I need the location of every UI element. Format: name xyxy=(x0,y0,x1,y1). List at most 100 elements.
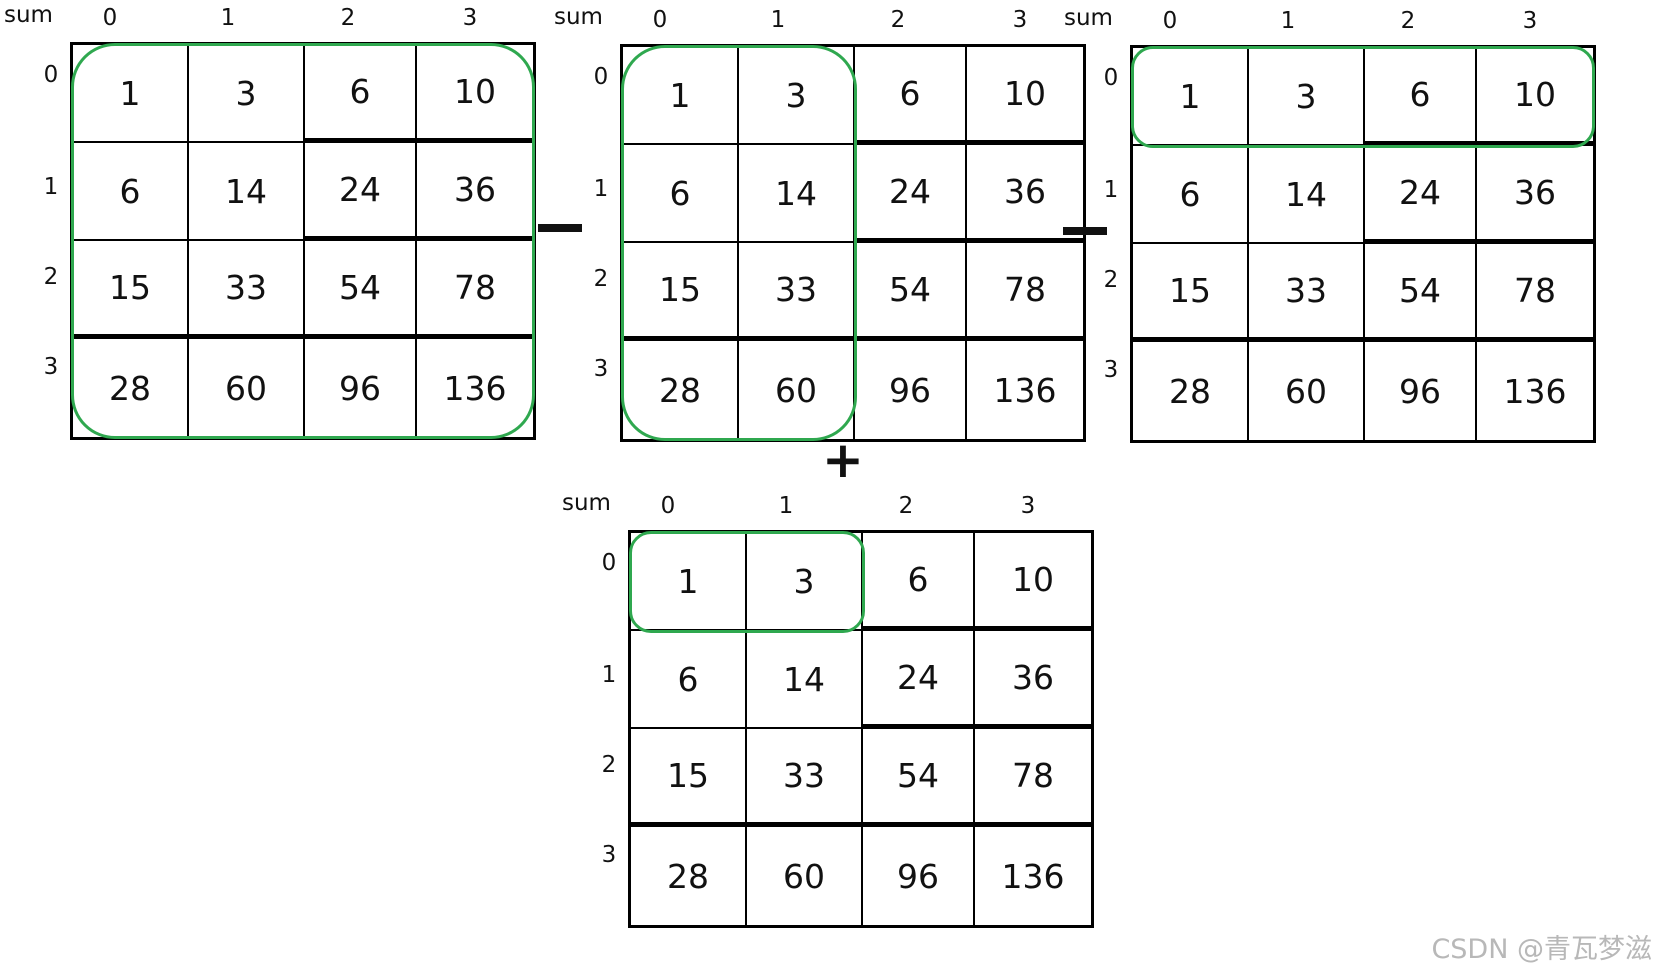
matrix-cell: 6 xyxy=(1365,48,1477,146)
column-header: 2 xyxy=(1400,8,1416,34)
matrix-cell: 10 xyxy=(967,47,1083,145)
matrix-cell: 54 xyxy=(863,729,975,827)
row-header: 2 xyxy=(601,752,617,778)
matrix-cell: 136 xyxy=(1001,856,1065,896)
matrix-cell: 24 xyxy=(863,631,975,729)
row-header: 3 xyxy=(601,842,617,868)
matrix-cell: 60 xyxy=(739,341,855,439)
matrix-cell: 54 xyxy=(305,241,417,339)
matrix-cell: 60 xyxy=(1249,342,1365,440)
column-header: 0 xyxy=(660,493,676,519)
sum-label: sum xyxy=(1064,5,1113,31)
column-header: 2 xyxy=(898,493,914,519)
matrix-cell: 10 xyxy=(975,533,1091,631)
matrix-cell: 28 xyxy=(1133,342,1249,440)
column-header: 0 xyxy=(102,5,118,31)
matrix-cell: 28 xyxy=(73,339,189,437)
column-header: 2 xyxy=(340,5,356,31)
matrix-cell: 6 xyxy=(623,145,739,243)
matrix-cell: 10 xyxy=(417,45,533,143)
column-header: 1 xyxy=(220,5,236,31)
row-header: 1 xyxy=(593,176,609,202)
matrix-cell: 15 xyxy=(73,241,189,339)
column-header: 3 xyxy=(1012,7,1028,33)
matrix-cell: 36 xyxy=(1477,146,1593,244)
matrix-cell: 3 xyxy=(739,47,855,145)
row-header: 1 xyxy=(43,174,59,200)
matrix-cell: 33 xyxy=(189,241,305,339)
matrix-cell: 54 xyxy=(855,243,967,341)
matrix-cell: 6 xyxy=(855,47,967,145)
matrix-cell: 36 xyxy=(975,631,1091,729)
sum-label: sum xyxy=(562,490,611,516)
row-header: 2 xyxy=(593,266,609,292)
matrix-cell: 136 xyxy=(443,368,507,408)
matrix-cell: 6 xyxy=(863,533,975,631)
column-header: 3 xyxy=(1020,493,1036,519)
matrix-cell: 15 xyxy=(623,243,739,341)
matrix-cell: 3 xyxy=(1249,48,1365,146)
matrix-cell: 78 xyxy=(967,243,1083,341)
matrix-cell: 6 xyxy=(73,143,189,241)
column-header: 0 xyxy=(1162,8,1178,34)
matrix-cell: 28 xyxy=(631,827,747,925)
matrix-cell: 96 xyxy=(855,341,967,439)
matrix-cell: 33 xyxy=(747,729,863,827)
matrix-cell: 78 xyxy=(975,729,1091,827)
row-header: 0 xyxy=(593,64,609,90)
matrix-cell: 6 xyxy=(1133,146,1249,244)
column-header: 3 xyxy=(1522,8,1538,34)
matrix-cell: 136 xyxy=(1503,371,1567,411)
row-header: 3 xyxy=(593,356,609,382)
matrix-cell: 36 xyxy=(967,145,1083,243)
matrix-cell: 28 xyxy=(623,341,739,439)
column-header: 0 xyxy=(652,7,668,33)
matrix-cell: 14 xyxy=(747,631,863,729)
row-header: 2 xyxy=(1103,267,1119,293)
plus-operator: + xyxy=(822,431,864,489)
row-header: 1 xyxy=(601,662,617,688)
column-header: 1 xyxy=(770,7,786,33)
minus-operator-2 xyxy=(1063,227,1107,235)
matrix-cell: 15 xyxy=(631,729,747,827)
row-header: 2 xyxy=(43,264,59,290)
matrix-cell: 1 xyxy=(1133,48,1249,146)
matrix-cell: 96 xyxy=(305,339,417,437)
sum-label: sum xyxy=(554,4,603,30)
matrix-cell: 24 xyxy=(1365,146,1477,244)
row-header: 0 xyxy=(1103,65,1119,91)
minus-operator-1 xyxy=(538,224,582,232)
matrix-cell: 10 xyxy=(1477,48,1593,146)
matrix-cell: 96 xyxy=(863,827,975,925)
matrix-cell: 33 xyxy=(1249,244,1365,342)
column-header: 3 xyxy=(462,5,478,31)
watermark: CSDN @青瓦梦滋 xyxy=(1431,934,1652,965)
matrix-cell: 136 xyxy=(993,370,1057,410)
row-header: 0 xyxy=(43,62,59,88)
matrix-cell: 14 xyxy=(189,143,305,241)
matrix-cell: 1 xyxy=(631,533,747,631)
matrix-cell: 33 xyxy=(739,243,855,341)
matrix-cell: 60 xyxy=(189,339,305,437)
column-header: 1 xyxy=(778,493,794,519)
sum-label: sum xyxy=(4,2,53,28)
row-header: 0 xyxy=(601,550,617,576)
matrix-cell: 24 xyxy=(305,143,417,241)
row-header: 3 xyxy=(1103,357,1119,383)
matrix-cell: 14 xyxy=(739,145,855,243)
matrix-cell: 54 xyxy=(1365,244,1477,342)
matrix-cell: 96 xyxy=(1365,342,1477,440)
matrix-cell: 14 xyxy=(1249,146,1365,244)
matrix-cell: 1 xyxy=(623,47,739,145)
column-header: 1 xyxy=(1280,8,1296,34)
matrix-cell: 60 xyxy=(747,827,863,925)
matrix-cell: 6 xyxy=(631,631,747,729)
matrix-cell: 78 xyxy=(1477,244,1593,342)
